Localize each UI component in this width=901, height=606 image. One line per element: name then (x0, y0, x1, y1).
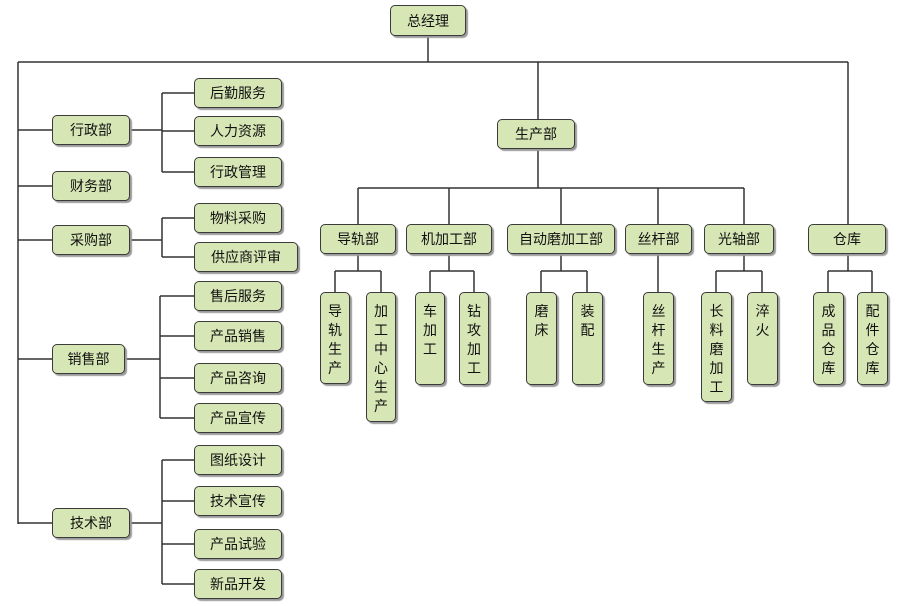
leaf-char: 加 (467, 342, 481, 358)
node-admin-dept: 行政部 (52, 115, 130, 145)
leaf-char: 库 (821, 361, 836, 377)
leaf-char: 加 (374, 304, 388, 320)
leaf-char: 加 (709, 361, 724, 377)
leaf-char: 导 (328, 304, 342, 320)
leaf-char: 生 (374, 380, 388, 396)
leaf-char: 库 (865, 361, 880, 377)
leaf-char: 品 (821, 323, 836, 339)
leaf-char: 配 (865, 304, 880, 320)
node-production-unit: 丝杆部 (625, 224, 692, 254)
node-tech-item: 产品试验 (194, 529, 282, 559)
leaf-char: 料 (709, 323, 724, 339)
leaf-char: 长 (709, 304, 724, 320)
leaf-char: 仓 (821, 342, 836, 358)
leaf-char: 工 (423, 342, 437, 358)
node-admin-item: 后勤服务 (194, 78, 282, 108)
node-sales-item: 产品销售 (194, 321, 282, 351)
node-production-unit: 导轨部 (320, 224, 396, 254)
leaf-char: 杆 (651, 323, 666, 339)
node-shaft-leaf: 淬火 (747, 292, 778, 385)
leaf-char: 装 (580, 304, 595, 320)
node-rail-leaf: 加工中心生产 (366, 292, 396, 422)
leaf-char: 淬 (755, 304, 770, 320)
leaf-char: 钻 (467, 304, 481, 320)
node-production-dept: 生产部 (497, 119, 575, 149)
node-purchase-item: 供应商评审 (194, 242, 298, 272)
leaf-char: 轨 (328, 323, 342, 339)
node-production-unit: 自动磨加工部 (507, 224, 615, 254)
node-tech-item: 图纸设计 (194, 445, 282, 475)
node-sales-dept: 销售部 (52, 344, 125, 374)
leaf-char: 仓 (865, 342, 880, 358)
leaf-char: 车 (423, 304, 437, 320)
node-sales-item: 产品宣传 (194, 403, 282, 433)
node-shaft-leaf: 长料磨加工 (701, 292, 732, 402)
leaf-char: 磨 (534, 304, 549, 320)
node-machining-leaf: 钻攻加工 (459, 292, 489, 385)
leaf-char: 火 (755, 323, 770, 339)
leaf-char: 丝 (651, 304, 666, 320)
node-warehouse-leaf: 配件仓库 (857, 292, 888, 385)
leaf-char: 加 (423, 323, 437, 339)
leaf-char: 产 (374, 399, 388, 415)
leaf-char: 工 (709, 380, 724, 396)
leaf-char: 生 (651, 342, 666, 358)
node-purchase-dept: 采购部 (52, 225, 130, 255)
node-production-unit: 光轴部 (704, 224, 774, 254)
node-screw-leaf: 丝杆生产 (643, 292, 674, 385)
node-admin-item: 行政管理 (194, 157, 282, 187)
leaf-char: 生 (328, 342, 342, 358)
leaf-char: 磨 (709, 342, 724, 358)
node-tech-dept: 技术部 (52, 508, 130, 538)
node-tech-item: 新品开发 (194, 569, 282, 599)
leaf-char: 产 (651, 361, 666, 377)
node-finance-dept: 财务部 (52, 171, 130, 201)
node-admin-item: 人力资源 (194, 116, 282, 146)
leaf-char: 产 (328, 361, 342, 377)
node-sales-item: 售后服务 (194, 281, 282, 311)
leaf-char: 件 (865, 323, 880, 339)
node-grinding-leaf: 磨床 (526, 292, 557, 385)
leaf-char: 床 (534, 323, 549, 339)
node-purchase-item: 物料采购 (194, 203, 282, 233)
node-grinding-leaf: 装配 (572, 292, 603, 385)
leaf-char: 成 (821, 304, 836, 320)
node-tech-item: 技术宣传 (194, 486, 282, 516)
node-warehouse-leaf: 成品仓库 (813, 292, 844, 385)
node-sales-item: 产品咨询 (194, 363, 282, 393)
node-general-manager: 总经理 (390, 5, 466, 36)
node-warehouse: 仓库 (808, 224, 886, 254)
node-production-unit: 机加工部 (406, 224, 492, 254)
leaf-char: 中 (374, 342, 388, 358)
leaf-char: 工 (374, 323, 388, 339)
leaf-char: 工 (467, 361, 481, 377)
node-rail-leaf: 导轨生产 (320, 292, 350, 384)
node-machining-leaf: 车加工 (415, 292, 445, 385)
leaf-char: 心 (374, 361, 388, 377)
leaf-char: 攻 (467, 323, 481, 339)
leaf-char: 配 (580, 323, 595, 339)
